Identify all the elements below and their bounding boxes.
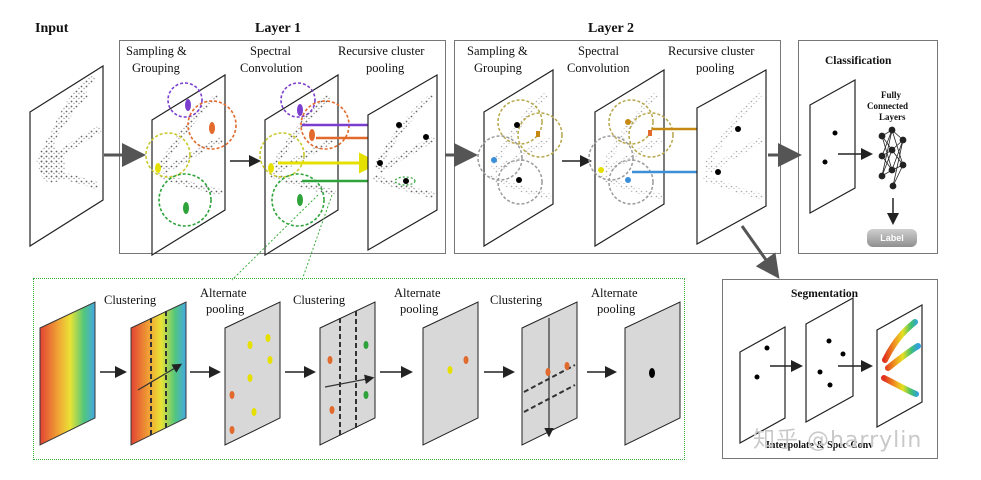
l1-convolution-label: Convolution xyxy=(240,61,303,75)
l2-pooling-label: pooling xyxy=(696,61,735,75)
label-output: Label xyxy=(867,229,917,247)
input-title: Input xyxy=(35,21,69,36)
l1-recursive-label: Recursive cluster xyxy=(338,44,425,58)
l2-spectral-plane xyxy=(588,68,674,248)
layer2-title: Layer 2 xyxy=(588,21,635,36)
l1-pooling-plane xyxy=(367,73,438,252)
watermark: 知乎 @harrylin xyxy=(753,428,923,453)
detail-connector-left xyxy=(231,194,319,281)
l2-sampling-label: Sampling & xyxy=(467,44,528,58)
detail-pooling-3: pooling xyxy=(597,302,636,316)
detail-plane-4 xyxy=(319,301,376,446)
detail-clustering-2: Clustering xyxy=(293,293,346,307)
layer1-title: Layer 1 xyxy=(255,21,302,36)
detail-pooling-1: pooling xyxy=(206,302,245,316)
l2-recursive-label: Recursive cluster xyxy=(668,44,755,58)
detail-alternate-1: Alternate xyxy=(200,286,247,300)
interpolate-label: Interpolate & Spec-Conv xyxy=(766,440,874,451)
detail-clustering-3: Clustering xyxy=(490,293,543,307)
detail-pooling-2: pooling xyxy=(400,302,439,316)
detail-plane-2 xyxy=(130,301,187,446)
l2-grouping-label: Grouping xyxy=(474,61,522,75)
l1-sampling-label: Sampling & xyxy=(126,44,187,58)
detail-alternate-3: Alternate xyxy=(591,286,638,300)
l2-spectral-label: Spectral xyxy=(578,44,619,58)
fc-label-2: Connected xyxy=(867,101,908,111)
detail-connector-right xyxy=(301,194,333,281)
fc-label-1: Fully xyxy=(881,90,902,100)
detail-plane-3 xyxy=(224,301,281,446)
classification-title: Classification xyxy=(825,55,892,67)
classification-plane xyxy=(809,78,856,215)
l1-spectral-plane xyxy=(259,73,350,257)
detail-plane-6 xyxy=(521,301,578,446)
input-point-cloud xyxy=(29,64,104,248)
l1-pooling-label: pooling xyxy=(366,61,405,75)
segmentation-title: Segmentation xyxy=(791,288,859,300)
detail-plane-5 xyxy=(422,301,479,446)
seg-plane-1 xyxy=(739,325,786,445)
l2-convolution-label: Convolution xyxy=(567,61,630,75)
l1-sampling-plane xyxy=(145,73,237,257)
detail-clustering-1: Clustering xyxy=(104,293,157,307)
l2-pooling-plane xyxy=(696,68,767,246)
detail-plane-1 xyxy=(39,301,96,446)
detail-plane-7 xyxy=(624,301,681,446)
seg-plane-2 xyxy=(805,296,854,424)
fully-connected-net xyxy=(878,126,907,190)
fc-label-3: Layers xyxy=(879,112,906,122)
l2-sampling-plane xyxy=(477,68,563,248)
arrow-layer2-segmentation xyxy=(740,225,780,279)
seg-plane-3 xyxy=(876,303,923,429)
l1-grouping-label: Grouping xyxy=(132,61,180,75)
l1-spectral-label: Spectral xyxy=(250,44,291,58)
detail-alternate-2: Alternate xyxy=(394,286,441,300)
